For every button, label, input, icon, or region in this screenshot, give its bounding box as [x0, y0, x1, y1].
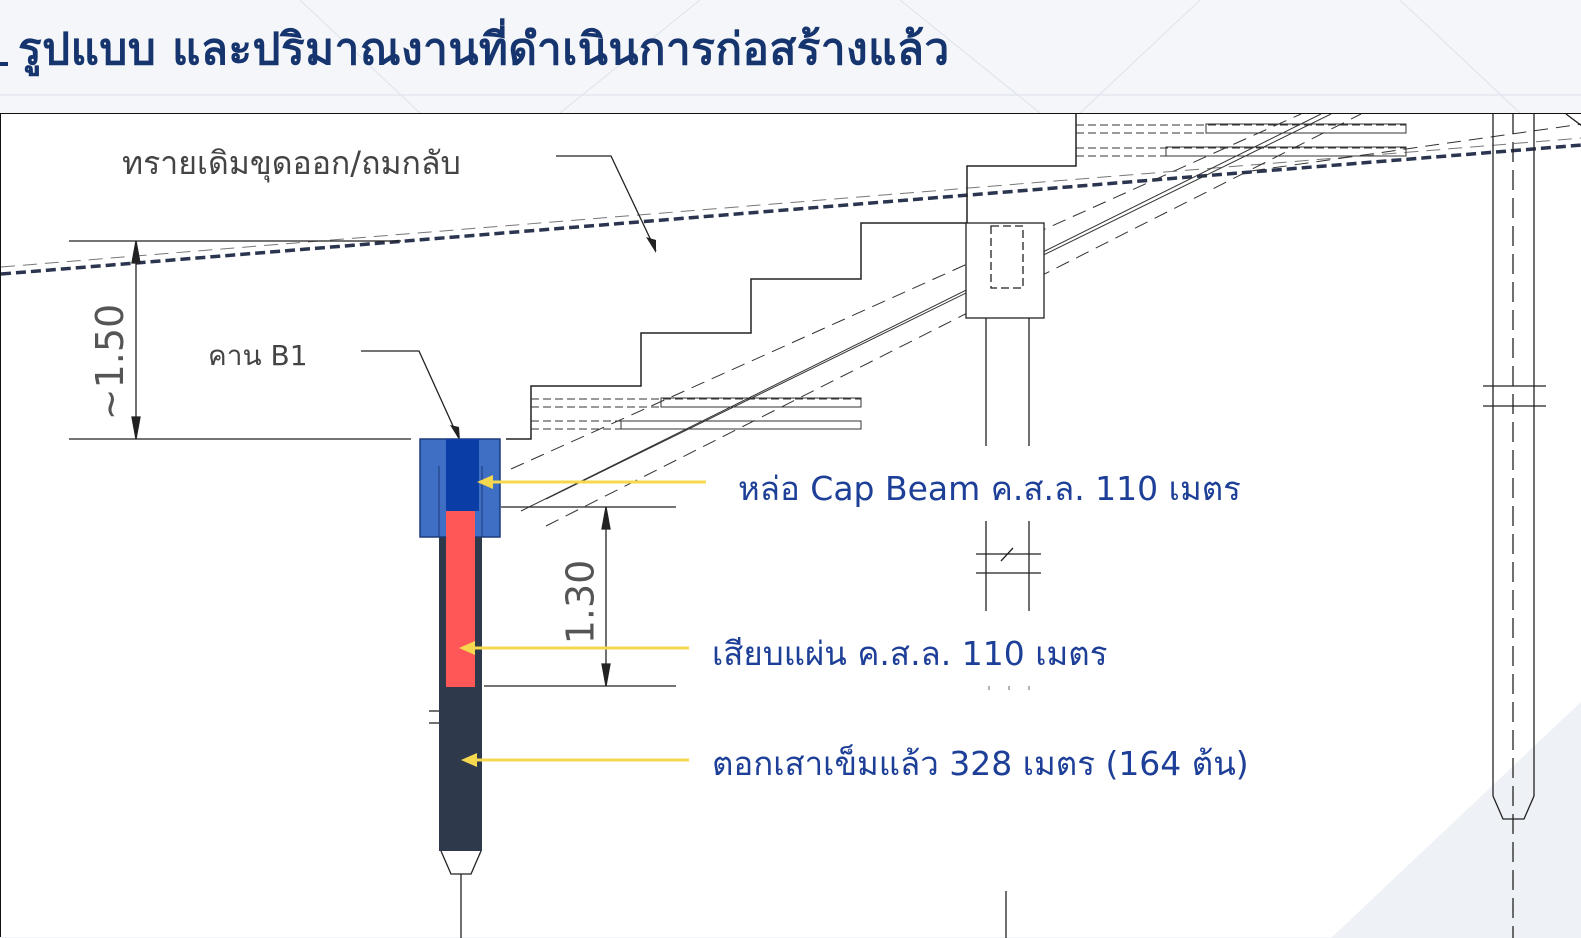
callout-arrows [459, 475, 706, 767]
pile-tip [440, 850, 482, 875]
callout-sheet-pile: เสียบแผ่น ค.ส.ล. 110 เมตร [706, 623, 1114, 684]
ground-line [1, 137, 1581, 276]
section-drawing [1, 114, 1581, 938]
rebar-upper [1076, 123, 1407, 157]
drawing-panel [0, 113, 1581, 938]
right-pile [1483, 114, 1581, 938]
diagonal-struts [510, 114, 1581, 527]
beam-note: คาน B1 [208, 339, 308, 372]
excavation-profile [506, 114, 1077, 440]
cap-beam-core [446, 439, 479, 511]
dimension-label-1-50: ~1.50 [88, 303, 133, 421]
callout-cap-beam: หล่อ Cap Beam ค.ส.ล. 110 เมตร [732, 458, 1247, 519]
sand-leader-arrowhead [646, 237, 656, 253]
dimension-1-50 [69, 240, 411, 440]
right-beam [965, 222, 1045, 938]
beam-leader [361, 350, 459, 438]
dimension-label-1-30: 1.30 [558, 559, 603, 645]
dimension-1-30 [484, 506, 676, 687]
rebar-lower [531, 397, 862, 430]
sand-leader [556, 155, 657, 252]
sand-note: ทรายเดิมขุดออก/ถมกลับ [122, 144, 461, 182]
corner-texture [1331, 701, 1581, 938]
beam-leader-arrowhead [450, 425, 460, 441]
small-marks [988, 686, 1030, 690]
sheet-pile [446, 511, 475, 687]
page-title: รูปแบบ และปริมาณงานที่ดำเนินการก่อสร้างแ… [18, 24, 950, 75]
title-accent-mark [0, 62, 8, 66]
callout-pile: ตอกเสาเข็มแล้ว 328 เมตร (164 ต้น) [706, 733, 1255, 794]
